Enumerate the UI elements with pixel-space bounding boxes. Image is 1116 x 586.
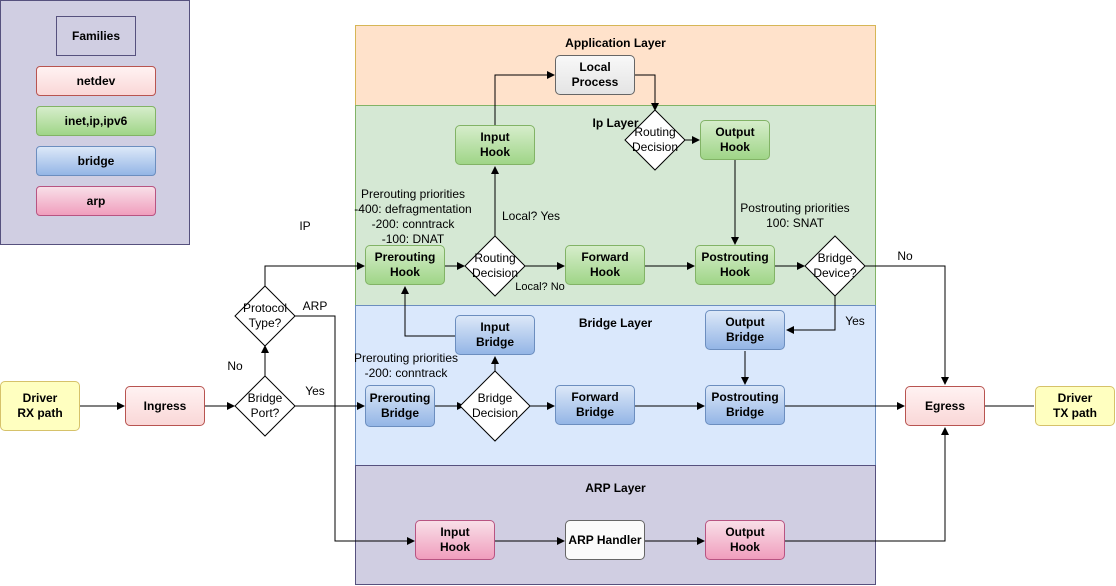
edge-protocol-arp bbox=[295, 315, 415, 545]
bridge-decision-label: Bridge Decision bbox=[471, 391, 519, 420]
edge-local-routing bbox=[635, 74, 659, 111]
bridge-port-label: Bridge Port? bbox=[247, 391, 283, 420]
routing-decision-top-label: Routing Decision bbox=[631, 125, 679, 154]
edge-input-local bbox=[494, 71, 555, 125]
edge-inputbridge-prerouting bbox=[401, 286, 455, 337]
local-yes-label: Local? Yes bbox=[501, 209, 561, 223]
bridge-device-label: Bridge Device? bbox=[813, 251, 857, 280]
legend-item-inet: inet,ip,ipv6 bbox=[36, 106, 156, 136]
prerouting-priorities-ip-note: Prerouting priorities -400: defragmentat… bbox=[354, 187, 472, 246]
protocol-type-diamond bbox=[234, 285, 296, 347]
output-bridge-node: Output Bridge bbox=[705, 310, 785, 350]
edge-protocol-prerouting bbox=[264, 262, 365, 286]
arp-edge-label: ARP bbox=[302, 299, 328, 313]
bridge-layer-title: Bridge Layer bbox=[578, 316, 653, 330]
routing-decision-mid-label: Routing Decision bbox=[471, 251, 519, 280]
input-bridge-node: Input Bridge bbox=[455, 315, 535, 355]
input-hook-arp-node: Input Hook bbox=[415, 520, 495, 560]
bridge-device-no-label: No bbox=[897, 249, 913, 263]
input-hook-ip-node: Input Hook bbox=[455, 125, 535, 165]
edge-bridgedevice-outputbridge bbox=[786, 296, 836, 334]
routing-decision-top-diamond bbox=[624, 109, 686, 171]
forward-bridge-node: Forward Bridge bbox=[555, 385, 635, 425]
local-process-node: Local Process bbox=[555, 55, 635, 95]
legend-item-bridge: bridge bbox=[36, 146, 156, 176]
arp-handler-node: ARP Handler bbox=[565, 520, 645, 560]
prerouting-bridge-node: Prerouting Bridge bbox=[365, 385, 435, 427]
bridge-device-yes-label: Yes bbox=[845, 314, 865, 328]
output-hook-ip-node: Output Hook bbox=[700, 120, 770, 160]
arp-layer-title: ARP Layer bbox=[585, 481, 646, 495]
ingress-node: Ingress bbox=[125, 386, 205, 426]
bridge-port-diamond bbox=[234, 375, 296, 437]
local-no-label: Local? No bbox=[515, 281, 565, 293]
postrouting-hook-node: Postrouting Hook bbox=[695, 245, 775, 285]
bridge-port-yes-label: Yes bbox=[305, 384, 325, 398]
prerouting-hook-node: Prerouting Hook bbox=[365, 245, 445, 285]
bridge-decision-diamond bbox=[459, 370, 531, 442]
application-layer-title: Application Layer bbox=[565, 36, 666, 50]
ip-edge-label: IP bbox=[299, 219, 311, 233]
ip-layer-title: Ip Layer bbox=[592, 116, 639, 130]
postrouting-bridge-node: Postrouting Bridge bbox=[705, 385, 785, 425]
bridge-port-no-label: No bbox=[227, 359, 243, 373]
protocol-type-label: Protocol Type? bbox=[242, 301, 288, 330]
legend-item-netdev: netdev bbox=[36, 66, 156, 96]
legend-title: Families bbox=[56, 16, 136, 56]
edge-arpoutput-egress bbox=[785, 427, 949, 542]
edge-bridgedevice-egress bbox=[865, 265, 949, 385]
egress-node: Egress bbox=[905, 386, 985, 426]
driver-rx-node: Driver RX path bbox=[0, 381, 80, 431]
families-legend: Families netdev inet,ip,ipv6 bridge arp bbox=[0, 0, 190, 245]
prerouting-priorities-bridge-note: Prerouting priorities -200: conntrack bbox=[353, 351, 459, 380]
routing-decision-mid-diamond bbox=[464, 235, 526, 297]
postrouting-priorities-note: Postrouting priorities 100: SNAT bbox=[740, 201, 850, 230]
output-hook-arp-node: Output Hook bbox=[705, 520, 785, 560]
legend-item-arp: arp bbox=[36, 186, 156, 216]
bridge-device-diamond bbox=[804, 235, 866, 297]
forward-hook-node: Forward Hook bbox=[565, 245, 645, 285]
driver-tx-node: Driver TX path bbox=[1035, 386, 1115, 426]
